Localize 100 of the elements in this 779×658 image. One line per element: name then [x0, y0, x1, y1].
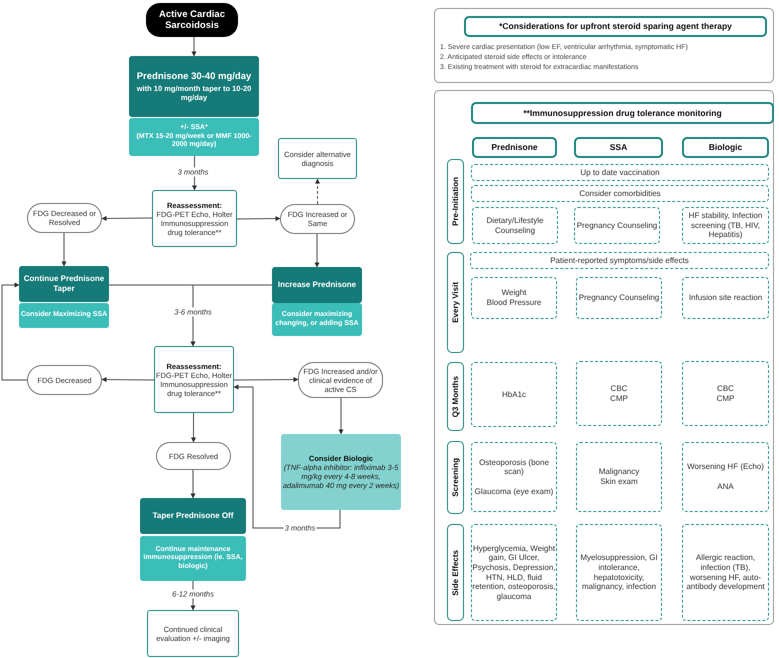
dashed-box — [471, 185, 769, 202]
heading: Prednisone — [491, 142, 538, 153]
dashed-box — [471, 277, 557, 319]
treatment-box — [19, 303, 109, 328]
process-box — [147, 610, 239, 657]
box-text: Dietary/Lifestyle Counseling — [486, 216, 544, 236]
dashed-box — [682, 277, 769, 319]
process-box — [278, 138, 357, 179]
dashed-box — [682, 524, 769, 621]
box-text: CBC — [610, 384, 628, 394]
treatment-box — [281, 434, 401, 510]
arrow — [236, 216, 280, 222]
box-text: Myelosuppression, GI intolerance, hepatotoxicity, malignancy, infection — [579, 553, 659, 592]
row-header — [447, 441, 464, 514]
dashed-box — [576, 442, 662, 512]
box-text: Weight — [502, 288, 526, 298]
heading: SSA — [610, 142, 628, 153]
dashed-box — [471, 362, 557, 427]
arrow — [338, 398, 344, 434]
arrow — [314, 234, 320, 268]
heading: *Considerations for upfront steroid sparing agent therapy — [499, 21, 732, 32]
box-text: Malignancy — [598, 467, 640, 477]
row-label: Screening — [450, 458, 460, 497]
treatment-box — [19, 266, 109, 302]
arrow — [190, 284, 272, 346]
arrow — [102, 377, 154, 382]
dashed-box — [576, 361, 662, 426]
box-text: Hyperglycemia, Weight gain, GI Ulcer, Psychosis, Depression, HTN, HLD, fluid retention, osteoporosis, glaucoma — [472, 544, 556, 602]
arrow — [234, 377, 298, 382]
column-header — [472, 137, 557, 158]
heading: **Immunosuppression drug tolerance monitoring — [523, 108, 722, 118]
box-text: Glaucoma (eye exam) — [474, 486, 554, 496]
box-text: Pregnancy Counseling — [576, 220, 658, 230]
treatment-box — [140, 498, 246, 534]
box-text: HF stability, Infection screening (TB, HIV, Hepatitis) — [688, 211, 764, 240]
arrow — [191, 412, 196, 442]
box-text: Active Cardiac Sarcoidosis — [158, 8, 226, 32]
box-text: Worsening HF (Echo) — [687, 462, 764, 472]
process-box — [152, 190, 237, 247]
heading: Biologic — [708, 142, 742, 153]
column-header — [574, 137, 663, 158]
treatment-box — [272, 303, 362, 336]
box-text: Consider comorbidities — [579, 188, 661, 198]
column-header — [682, 137, 769, 158]
outcome-box — [27, 203, 102, 233]
box-text: CBC — [717, 384, 734, 394]
box-text: Blood Pressure — [486, 298, 542, 308]
box-text: Infusion site reaction — [688, 293, 762, 303]
row-label: Every Visit — [450, 282, 460, 323]
box-text: HbA1c — [502, 390, 526, 400]
box-text: Up to date vaccination — [580, 168, 660, 178]
dashed-box — [682, 361, 769, 426]
dashed-box — [682, 442, 769, 512]
treatment-box — [140, 536, 246, 581]
dashed-box — [471, 164, 769, 181]
box-text: Osteoporosis (bone scan) — [478, 458, 550, 477]
box-text: Skin exam — [600, 477, 638, 487]
heading-box — [464, 16, 767, 37]
row-header — [447, 159, 464, 244]
process-box — [154, 346, 234, 413]
row-label: Side Effects — [450, 550, 460, 596]
dashed-box — [472, 207, 558, 244]
box-text: CMP — [610, 394, 628, 404]
outcome-box — [280, 204, 355, 234]
arrow — [62, 232, 66, 266]
arrow — [190, 470, 196, 498]
box-text: Increase Prednisone — [278, 280, 356, 290]
box-text: Allergic reaction, infection (TB), worsening HF, auto-antibody development — [685, 553, 766, 592]
box-text: CMP — [716, 394, 734, 404]
arrow — [192, 36, 196, 56]
dashed-box — [576, 277, 662, 319]
heading-box — [471, 102, 774, 124]
row-header — [447, 252, 464, 353]
box-shape — [434, 90, 774, 625]
arrow — [315, 178, 320, 204]
row-label: Q3 Months — [450, 376, 460, 418]
dashed-box — [470, 252, 769, 269]
arrow — [102, 216, 152, 221]
outcome-box — [27, 365, 102, 395]
treatment-box — [129, 118, 259, 156]
row-header — [447, 362, 464, 431]
row-label: Pre-Initiation — [450, 177, 460, 226]
box-text: Taper Prednisone Off — [152, 511, 234, 521]
arrow — [2, 282, 28, 380]
row-header — [447, 524, 464, 621]
treatment-box — [129, 56, 259, 117]
dashed-box — [576, 524, 662, 621]
box-text: Continue Prednisone Taper — [22, 274, 106, 294]
box-text: ANA — [717, 482, 734, 492]
terminal-box — [146, 3, 238, 37]
dashed-box — [471, 442, 557, 512]
panel — [434, 8, 774, 83]
box-text: Pregnancy Counseling — [578, 293, 660, 303]
box-heading: Prednisone 30-40 mg/day — [136, 70, 252, 82]
outcome-box — [156, 442, 231, 470]
box-text: Patient-reported symptoms/side effects — [550, 256, 689, 266]
dashed-box — [682, 207, 769, 244]
treatment-box — [272, 267, 362, 303]
dashed-box — [471, 524, 557, 621]
dashed-box — [574, 207, 660, 244]
